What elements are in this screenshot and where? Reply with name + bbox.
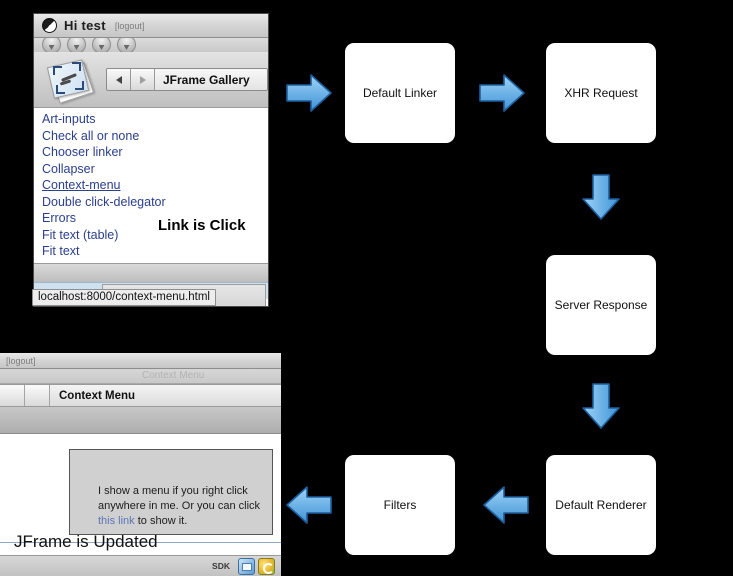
arrow-out-left [285,484,333,526]
gallery-window: Hi test [logout] [33,13,269,307]
context-nav-bar: Context Menu [0,384,281,407]
context-page-body: I show a menu if you right click anywher… [0,434,281,568]
arrow-in-right [285,72,333,114]
context-ghost-title-strip: Context Menu [0,369,281,384]
context-menu-target-box[interactable]: I show a menu if you right click anywher… [69,449,273,535]
round-button-1[interactable] [42,38,61,52]
flow-box-xhr-request[interactable]: XHR Request [546,43,656,143]
logout-link[interactable]: [logout] [114,20,145,31]
link-chooser-linker[interactable]: Chooser linker [42,145,123,159]
flow-box-label: Default Renderer [555,498,647,512]
arrow-server-to-renderer [580,382,622,430]
flow-box-default-renderer[interactable]: Default Renderer [546,455,656,555]
arrow-xhr-to-server [580,173,622,221]
status-url-tooltip: localhost:8000/context-menu.html [32,289,216,306]
context-titlebar: [logout] [0,353,281,369]
flow-box-label: Server Response [554,298,648,312]
ghost-window-title: Context Menu [142,370,205,381]
link-art-inputs[interactable]: Art-inputs [42,112,96,126]
list-item[interactable]: Fit text (table) [42,226,268,243]
link-check-all-or-none[interactable]: Check all or none [42,128,140,143]
round-button-2[interactable] [67,38,86,52]
context-nav-label: Context Menu [59,389,136,402]
context-menu-window: [logout] Context Menu Context Menu I sho… [0,353,281,576]
flow-box-filters[interactable]: Filters [345,455,455,555]
finder-icon[interactable] [238,557,255,575]
link-fit-text[interactable]: Fit text [42,244,80,258]
link-double-click-delegator[interactable]: Double click-delegator [42,194,166,209]
flow-box-label: XHR Request [564,86,638,100]
gallery-photo-icon [42,56,100,104]
flow-box-label: Filters [383,498,417,512]
context-back-button[interactable] [0,385,25,406]
context-logout-link[interactable]: [logout] [6,355,36,366]
list-item[interactable]: Fit text [42,242,268,259]
context-dock-bar: SDK [0,555,281,576]
link-collapser[interactable]: Collapser [42,161,95,176]
gallery-link-list: Art-inputs Check all or none Chooser lin… [34,108,268,263]
round-button-3[interactable] [92,38,111,52]
link-fit-text-table[interactable]: Fit text (table) [42,227,119,242]
gallery-titlebar: Hi test [logout] [34,14,268,38]
round-button-4[interactable] [117,38,136,52]
arrow-renderer-to-filters [482,484,530,526]
link-errors[interactable]: Errors [42,211,77,225]
gallery-round-button-row [34,38,268,52]
nav-forward-button[interactable] [131,69,155,90]
nav-title-field[interactable]: JFrame Gallery [155,69,267,90]
list-item[interactable]: Check all or none [42,127,268,144]
arrow-linker-to-xhr [478,72,526,114]
link-context-menu[interactable]: Context-menu [42,178,121,192]
gallery-statusbar [34,263,268,282]
updated-underline [0,542,281,543]
nav-back-button[interactable] [107,69,131,90]
greeting-label: Hi test [64,18,106,33]
list-item[interactable]: Double click-delegator [42,193,268,210]
context-toolbar-filler [0,407,281,434]
ctx-text-line3: to show it. [134,515,188,527]
list-item[interactable]: Chooser linker [42,143,268,160]
list-item[interactable]: Context-menu [42,176,268,193]
ctx-text-line1: I show a menu if you right click [98,485,248,497]
jframe-updated-message: JFrame is Updated [14,532,158,551]
ctx-show-menu-link[interactable]: this link [98,515,135,527]
flow-box-label: Default Linker [362,86,438,100]
gallery-nav-group: JFrame Gallery [106,68,268,91]
ctx-text-line2: anywhere in me. Or you can click [98,500,261,512]
link-clicked-message: Link is Click [158,217,246,234]
app-logo-icon [42,18,57,33]
swirl-app-icon[interactable] [258,557,275,575]
context-forward-button[interactable] [25,385,50,406]
list-item[interactable]: Collapser [42,160,268,177]
list-item[interactable]: Art-inputs [42,110,268,127]
gallery-toolbar: JFrame Gallery [34,52,268,108]
flow-box-default-linker[interactable]: Default Linker [345,43,455,143]
list-item[interactable]: Errors [42,209,268,226]
flow-box-server-response[interactable]: Server Response [546,255,656,355]
sdk-label: SDK [212,561,230,571]
